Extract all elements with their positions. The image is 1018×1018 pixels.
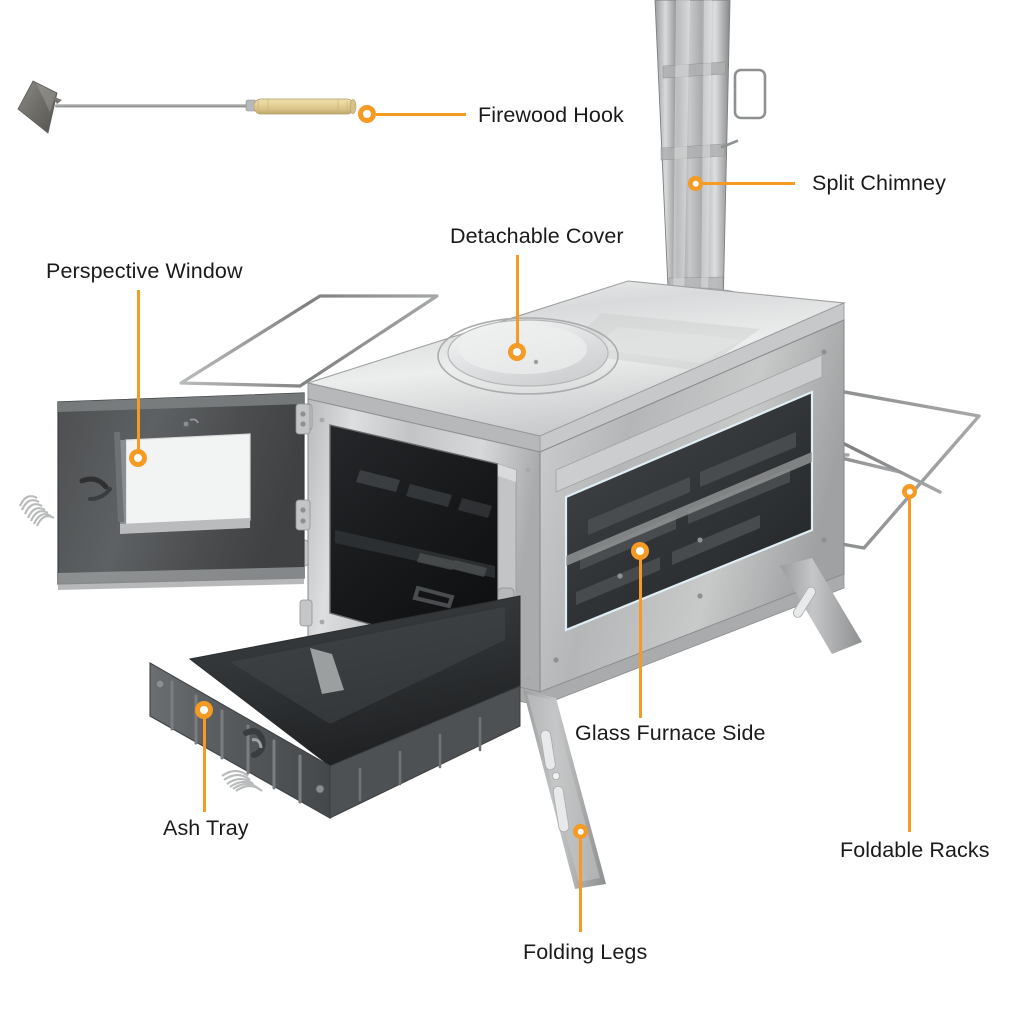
left-foldable-rack bbox=[179, 294, 439, 388]
marker-firewood-hook[interactable] bbox=[358, 105, 376, 123]
label-foldable-racks: Foldable Racks bbox=[840, 838, 990, 862]
marker-perspective-window[interactable] bbox=[129, 449, 147, 467]
marker-ash-tray[interactable] bbox=[195, 701, 213, 719]
label-ash-tray: Ash Tray bbox=[163, 816, 249, 840]
marker-folding-legs[interactable] bbox=[573, 824, 588, 839]
leader-ash-tray bbox=[203, 717, 206, 812]
leader-folding-legs bbox=[579, 838, 582, 932]
marker-foldable-racks[interactable] bbox=[902, 484, 917, 499]
label-folding-legs: Folding Legs bbox=[523, 940, 648, 964]
ash-tray-illustration bbox=[149, 595, 521, 819]
label-detachable-cover: Detachable Cover bbox=[450, 224, 624, 248]
label-split-chimney: Split Chimney bbox=[812, 171, 946, 195]
stove-top-plate bbox=[305, 280, 847, 437]
split-chimney-illustration bbox=[632, 0, 767, 323]
marker-split-chimney[interactable] bbox=[688, 176, 703, 191]
label-glass-furnace-side: Glass Furnace Side bbox=[575, 721, 766, 745]
leader-perspective-window bbox=[137, 290, 140, 454]
leader-glass-furnace-side bbox=[639, 558, 642, 718]
leader-firewood-hook bbox=[376, 113, 466, 116]
leader-foldable-racks bbox=[908, 498, 911, 832]
firewood-hook-illustration bbox=[17, 80, 357, 134]
leader-detachable-cover bbox=[516, 255, 519, 348]
marker-glass-furnace-side[interactable] bbox=[631, 542, 649, 560]
marker-detachable-cover[interactable] bbox=[508, 343, 526, 361]
perspective-window-door bbox=[18, 392, 311, 590]
label-firewood-hook: Firewood Hook bbox=[478, 103, 624, 127]
leader-split-chimney bbox=[703, 182, 795, 185]
glass-furnace-side-panel bbox=[539, 319, 845, 693]
label-perspective-window: Perspective Window bbox=[46, 259, 243, 283]
